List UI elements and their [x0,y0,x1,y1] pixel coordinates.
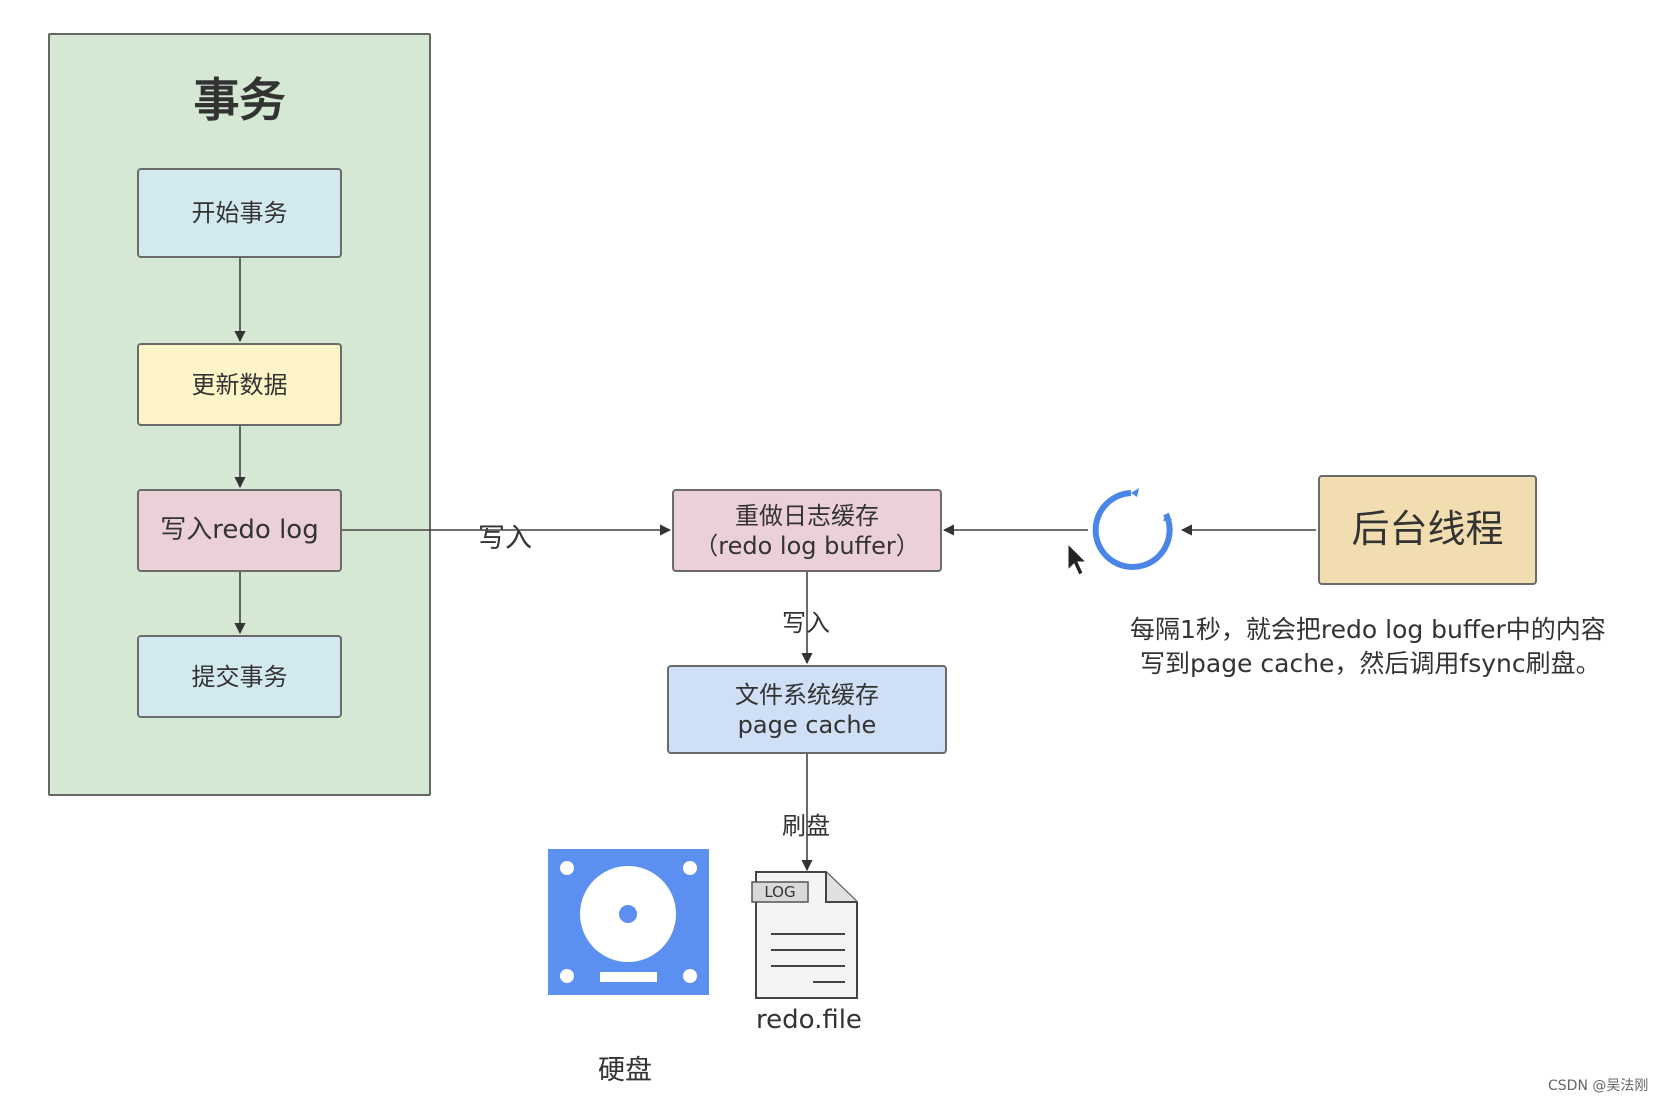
buffer-title: 重做日志缓存 [735,501,879,530]
edge-label-write-1: 写入 [476,516,534,555]
note-line-2: 写到page cache，然后调用fsync刷盘。 [1140,649,1601,678]
mouse-cursor-icon [1067,542,1088,576]
cache-subtitle: page cache [737,710,877,739]
hard-disk-label: 硬盘 [598,1055,652,1086]
step-commit-transaction[interactable]: 提交事务 [137,635,342,718]
thread-label: 后台线程 [1351,507,1504,552]
refresh-loop-icon [1092,488,1173,570]
step-commit-label: 提交事务 [191,662,288,691]
redo-log-buffer-box[interactable]: 重做日志缓存 （redo log buffer） [672,489,942,572]
note-line-1: 每隔1秒，就会把redo log buffer中的内容 [1130,615,1606,644]
log-tag-label: LOG [764,883,796,901]
edge-label-write-2: 写入 [780,603,832,638]
watermark: CSDN @吴法刚 [1548,1078,1649,1094]
edge-label-flush: 刷盘 [780,806,832,841]
step-write-label: 写入redo log [160,515,319,546]
buffer-subtitle: （redo log buffer） [694,531,920,560]
background-thread-box[interactable]: 后台线程 [1318,475,1537,585]
log-file-icon [751,871,858,999]
cache-title: 文件系统缓存 [735,680,879,709]
step-write-redo-log[interactable]: 写入redo log [137,489,342,572]
redo-file-label: redo.file [756,1005,862,1035]
hard-disk-icon [548,849,709,995]
step-start-label: 开始事务 [191,199,288,227]
step-update-label: 更新数据 [191,370,288,399]
transaction-title: 事务 [193,73,286,127]
page-cache-box[interactable]: 文件系统缓存 page cache [667,665,947,754]
step-update-data[interactable]: 更新数据 [137,343,342,426]
step-start-transaction[interactable]: 开始事务 [137,168,342,258]
